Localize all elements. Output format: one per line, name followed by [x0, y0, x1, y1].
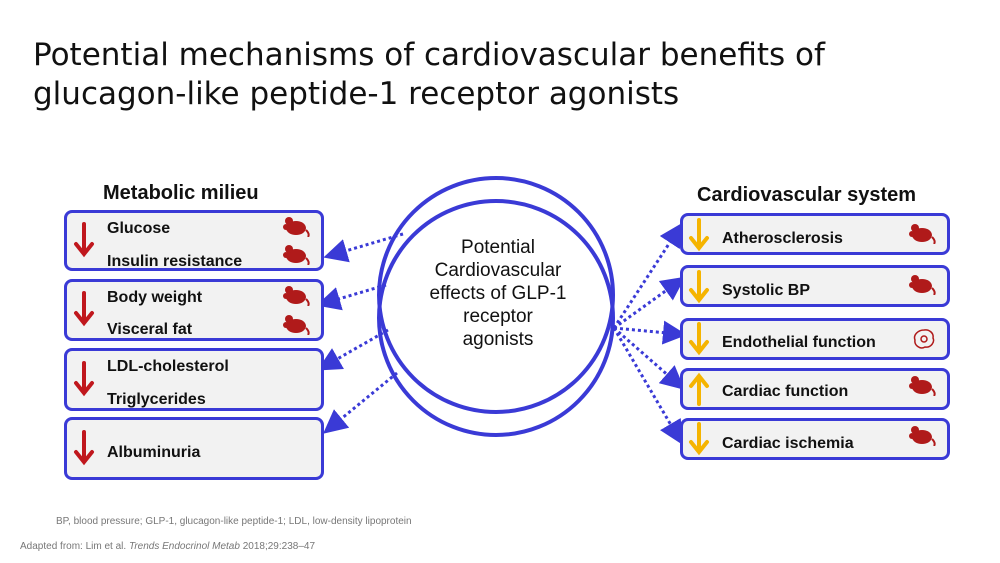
item-endothelial-function: Endothelial function — [722, 334, 876, 351]
center-circle-outer — [377, 176, 615, 414]
left-heading: Metabolic milieu — [103, 182, 259, 204]
mouse-icon — [909, 426, 936, 446]
down-arrow-icon — [74, 291, 94, 327]
item-triglycerides: Triglycerides — [107, 391, 206, 408]
mouse-icon — [283, 286, 310, 306]
item-ldl-cholesterol: LDL-cholesterol — [107, 358, 229, 375]
item-cardiac-ischemia: Cardiac ischemia — [722, 435, 854, 452]
item-body-weight: Body weight — [107, 289, 203, 306]
center-line: Potential — [461, 237, 535, 258]
box-systolic-bp — [680, 265, 950, 307]
box-glucose-insulin — [64, 210, 324, 271]
source-suffix: 2018;29:238–47 — [239, 541, 316, 552]
down-arrow-icon — [689, 322, 709, 356]
down-arrow-icon — [689, 422, 709, 456]
title-line-1: Potential mechanisms of cardiovascular b… — [33, 37, 825, 73]
box-cardiac-function — [680, 368, 950, 410]
item-albuminuria: Albuminuria — [107, 444, 201, 461]
mouse-icon — [909, 275, 936, 295]
center-line: Cardiovascular — [434, 260, 562, 281]
center-circle-inner — [377, 199, 615, 437]
mouse-icon — [283, 217, 310, 237]
source-prefix: Adapted from: Lim et al. — [20, 541, 129, 552]
center-label: Potential Cardiovascular effects of GLP-… — [388, 236, 608, 351]
box-weight-fat — [64, 279, 324, 341]
abbreviations-footnote: BP, blood pressure; GLP-1, glucagon-like… — [56, 516, 412, 527]
box-cardiac-ischemia — [680, 418, 950, 460]
down-arrow-icon — [74, 361, 94, 397]
item-atherosclerosis: Atherosclerosis — [722, 230, 843, 247]
down-arrow-icon — [689, 270, 709, 304]
down-arrow-icon — [74, 222, 94, 258]
item-insulin-resistance: Insulin resistance — [107, 253, 243, 270]
box-albuminuria — [64, 417, 324, 480]
up-arrow-icon — [689, 372, 709, 406]
center-line: agonists — [462, 329, 534, 350]
slide-title: Potential mechanisms of cardiovascular b… — [33, 36, 933, 114]
title-line-2: glucagon-like peptide-1 receptor agonist… — [33, 76, 680, 112]
center-line: effects of GLP-1 — [429, 283, 567, 304]
box-atherosclerosis — [680, 213, 950, 255]
left-connectors — [316, 232, 404, 434]
cell-icon — [913, 329, 935, 349]
item-visceral-fat: Visceral fat — [107, 321, 193, 338]
mouse-icon — [909, 376, 936, 396]
mouse-icon — [909, 224, 936, 244]
mouse-icon — [283, 245, 310, 265]
box-endothelial-function — [680, 318, 950, 360]
source-citation: Adapted from: Lim et al. Trends Endocrin… — [20, 541, 315, 552]
source-journal: Trends Endocrinol Metab — [128, 541, 240, 552]
mouse-icon — [283, 315, 310, 335]
box-lipids — [64, 348, 324, 411]
right-connectors — [612, 222, 687, 445]
center-line: receptor — [463, 306, 533, 327]
item-glucose: Glucose — [107, 220, 171, 237]
item-cardiac-function: Cardiac function — [722, 383, 849, 400]
right-heading: Cardiovascular system — [697, 184, 917, 206]
item-systolic-bp: Systolic BP — [722, 282, 811, 299]
down-arrow-icon — [74, 430, 94, 466]
down-arrow-icon — [689, 218, 709, 252]
